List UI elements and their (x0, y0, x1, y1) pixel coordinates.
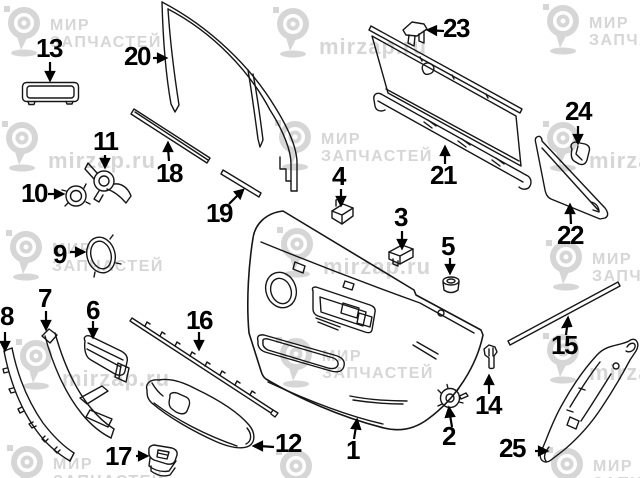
part-18-belt-molding (130, 108, 211, 164)
callout-label-16: 16 (186, 305, 213, 335)
callout-label-1: 1 (346, 435, 360, 465)
callout-label-22: 22 (557, 220, 584, 250)
part-11-clip (84, 162, 132, 204)
part-19-molding-strip (220, 169, 262, 198)
callout-label-23: 23 (443, 13, 470, 43)
callout-label-12: 12 (275, 428, 302, 458)
part-6-pull-handle-trim (83, 335, 130, 383)
callout-label-18: 18 (156, 158, 183, 188)
part-5-grommet (442, 276, 460, 294)
callout-label-25: 25 (499, 433, 526, 463)
part-13-bezel (21, 81, 80, 106)
part-22-corner-trim (534, 135, 609, 220)
callout-label-10: 10 (21, 178, 48, 208)
callout-label-21: 21 (430, 160, 457, 190)
callout-label-19: 19 (206, 198, 233, 228)
callout-label-2: 2 (442, 421, 456, 451)
part-8-trim-strip (2, 347, 75, 462)
callout-label-24: 24 (565, 96, 592, 126)
callout-label-7: 7 (38, 283, 52, 313)
part-14-clip (483, 344, 498, 370)
callout-label-13: 13 (36, 33, 63, 63)
callout-label-3: 3 (394, 202, 408, 232)
part-23-clip (402, 21, 428, 47)
callout-label-17: 17 (105, 441, 132, 471)
part-2-grommet (437, 383, 469, 409)
callout-label-5: 5 (441, 231, 455, 261)
callout-label-4: 4 (332, 161, 346, 191)
part-15-molding-strip (507, 281, 621, 346)
part-10-clip-ring (61, 183, 91, 207)
callout-label-14: 14 (475, 390, 502, 420)
callout-label-11: 11 (93, 126, 119, 156)
callout-label-8: 8 (0, 301, 14, 331)
part-25-insulation-pad (539, 338, 639, 463)
part-16-trim-rail (129, 317, 279, 418)
part-7-trim-strip (41, 328, 115, 439)
part-20-window-guide (161, 1, 298, 192)
part-1-door-panel (246, 210, 484, 431)
part-24-clip (570, 141, 591, 166)
part-12-armrest (145, 378, 255, 449)
callout-label-6: 6 (86, 295, 100, 325)
part-9-gasket-ring (85, 234, 122, 278)
callout-label-15: 15 (551, 330, 578, 360)
part-21-sunshade (368, 25, 532, 190)
callout-label-9: 9 (53, 239, 67, 269)
part-17-window-switch (148, 444, 178, 477)
callout-label-20: 20 (124, 41, 151, 71)
